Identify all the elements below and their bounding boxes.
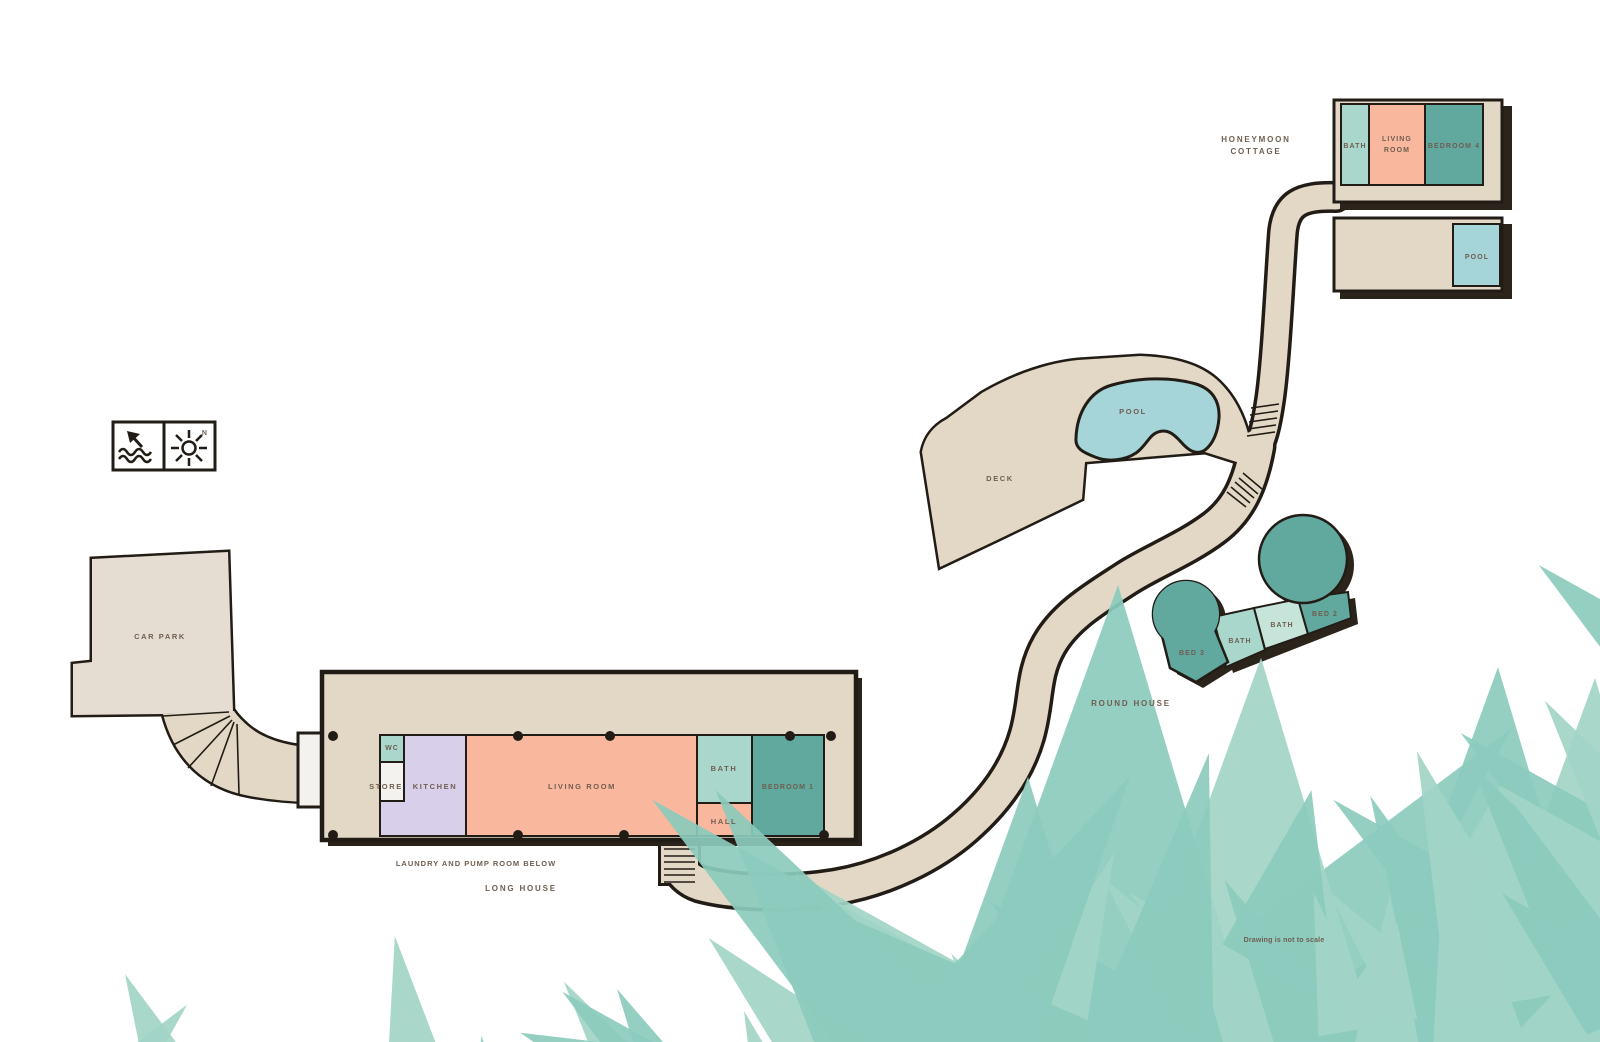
sea-direction-box — [111, 420, 166, 472]
hall-label: HALL — [711, 817, 737, 826]
steps-car-park — [162, 711, 240, 795]
round-house-name-label: ROUND HOUSE — [1091, 699, 1171, 708]
honeymoon-cottage-building — [1332, 98, 1512, 299]
room-hc-bath — [1340, 103, 1370, 186]
honeymoon-name-line2: COTTAGE — [1230, 147, 1281, 156]
room-bedroom1 — [751, 734, 825, 837]
long-house-building — [296, 669, 862, 846]
room-store — [379, 761, 405, 802]
rh-bath2-label: BATH — [1270, 622, 1293, 629]
room-rh-big-circle — [1257, 513, 1349, 605]
bed3-label: BED 3 — [1179, 650, 1205, 657]
labels-layer: CAR PARK DECK POOL WC STORE KITCHEN LIVI… — [134, 135, 1489, 944]
bed2-label: BED 2 — [1312, 611, 1338, 618]
bath-label: BATH — [711, 764, 738, 773]
north-sun-icon: N — [171, 430, 208, 466]
bedroom1-label: BEDROOM 1 — [762, 784, 814, 791]
car-park-area — [73, 552, 233, 715]
tree-icon — [0, 939, 383, 1042]
main-pool — [1074, 377, 1221, 462]
hc-bath-label: BATH — [1343, 143, 1366, 150]
car-park-label: CAR PARK — [134, 632, 186, 641]
store-label: STORE — [369, 782, 403, 791]
laundry-note-label: LAUNDRY AND PUMP ROOM BELOW — [396, 859, 556, 868]
hc-living-line2: ROOM — [1384, 147, 1410, 154]
room-bath — [696, 734, 753, 804]
wc-label: WC — [385, 745, 399, 752]
round-house-building — [1151, 513, 1358, 688]
long-house-porch — [296, 731, 325, 809]
column-dots — [328, 731, 836, 840]
room-hc-living — [1368, 103, 1426, 186]
cottage-path — [1244, 184, 1349, 463]
deck-label: DECK — [986, 474, 1014, 483]
hc-living-line1: LIVING — [1382, 136, 1412, 143]
compass-legend: N — [111, 420, 217, 472]
hc-bedroom4-label: BEDROOM 4 — [1428, 143, 1480, 150]
room-hc-pool — [1452, 223, 1501, 287]
north-label: N — [202, 430, 208, 437]
steps-pool-path — [1226, 472, 1263, 508]
scale-footnote: Drawing is not to scale — [1244, 937, 1325, 944]
main-pool-label: POOL — [1119, 407, 1147, 416]
rh-bath1-label: BATH — [1228, 638, 1251, 645]
room-hc-bedroom4 — [1424, 103, 1484, 186]
long-house-name-label: LONG HOUSE — [485, 884, 557, 893]
living-room-label: LIVING ROOM — [548, 782, 616, 791]
hc-pool-label: POOL — [1465, 254, 1489, 261]
steps-upper-path — [1246, 403, 1280, 437]
kitchen-label: KITCHEN — [413, 782, 458, 791]
honeymoon-name-line1: HONEYMOON — [1221, 135, 1291, 144]
room-rh-bed3-fill2 — [1164, 627, 1226, 680]
car-park-steps-path — [163, 711, 322, 802]
sea-arrow-icon — [117, 431, 153, 464]
room-living — [465, 734, 698, 837]
tree-icon — [0, 1038, 523, 1042]
